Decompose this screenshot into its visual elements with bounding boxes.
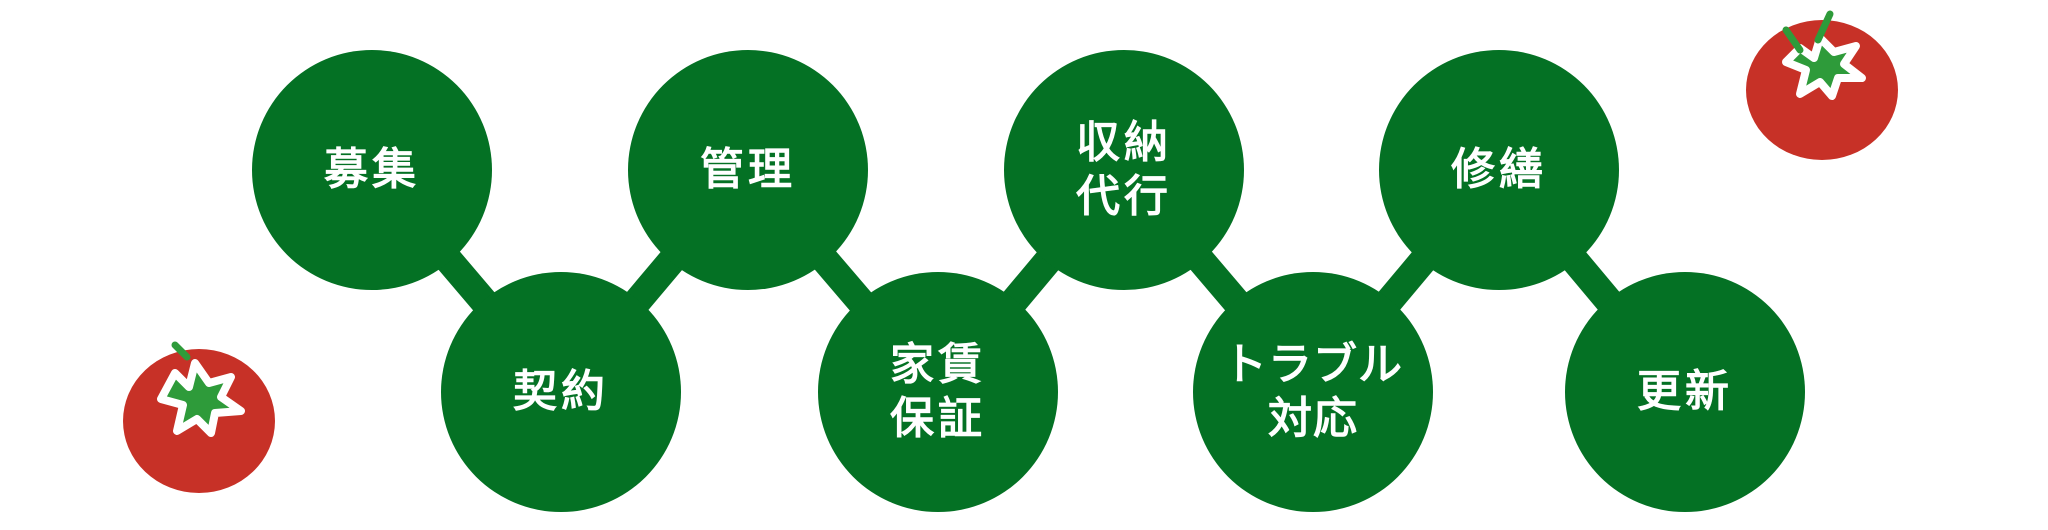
step-repair: 修繕 [1379,50,1619,290]
step-trouble-response: トラブル 対応 [1193,272,1433,512]
step-label: 修繕 [1451,144,1547,196]
step-label: 家賃 保証 [890,339,986,444]
step-label: 収納 代行 [1076,117,1172,222]
tomato-icon [123,341,275,493]
tomato-icon [1746,10,1898,160]
step-contract: 契約 [441,272,681,512]
step-recruitment: 募集 [252,50,492,290]
step-renewal: 更新 [1565,272,1805,512]
step-rent-guarantee: 家賃 保証 [818,272,1058,512]
step-label: トラブル 対応 [1223,339,1403,444]
step-label: 募集 [324,144,420,196]
step-label: 契約 [513,366,609,418]
step-management: 管理 [628,50,868,290]
step-label: 管理 [700,144,796,196]
step-label: 更新 [1637,366,1733,418]
step-collection-agency: 収納 代行 [1004,50,1244,290]
